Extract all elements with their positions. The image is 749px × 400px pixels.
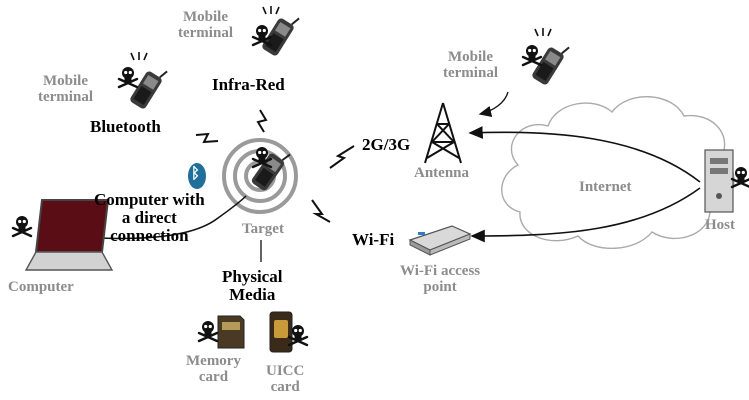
infra-red-signal: [256, 109, 268, 133]
internet-cloud: [501, 96, 735, 249]
wifi-access-point-icon: [408, 225, 472, 256]
target-label: Target: [242, 221, 284, 237]
infra-red-label: Infra-Red: [212, 75, 285, 94]
laptop-computer-icon: [11, 199, 114, 271]
mobile-terminal-right-icon: [521, 27, 571, 88]
wifi-label: Wi-Fi: [352, 230, 395, 249]
host-to-antenna-link: [468, 126, 701, 183]
terminal-to-antenna-arrow: [478, 91, 509, 117]
cellular-label: 2G/3G: [362, 135, 411, 154]
memory-card-icon: [197, 315, 245, 349]
antenna-label: Antenna: [414, 165, 470, 181]
host-label: Host: [705, 217, 735, 233]
bluetooth-label: Bluetooth: [90, 117, 161, 136]
direct-connection-cable: [99, 195, 247, 240]
uicc-card-icon: [269, 311, 309, 353]
cellular-signal: [329, 145, 355, 169]
wifi-signal: [311, 199, 331, 223]
internet-label: Internet: [579, 179, 632, 195]
bluetooth-icon: ᛒ: [191, 164, 201, 182]
mobile-terminal-left-icon: [117, 51, 169, 112]
antenna-tower-icon: [424, 102, 462, 164]
bluetooth-badge: [188, 163, 206, 189]
host-server-icon: [704, 149, 749, 213]
host-to-ap-link: [470, 187, 701, 243]
mobile-terminal-top-icon: [251, 5, 301, 59]
bluetooth-signal: [195, 132, 219, 144]
target-device-icon: [222, 138, 298, 214]
computer-label: Computer: [8, 279, 74, 295]
